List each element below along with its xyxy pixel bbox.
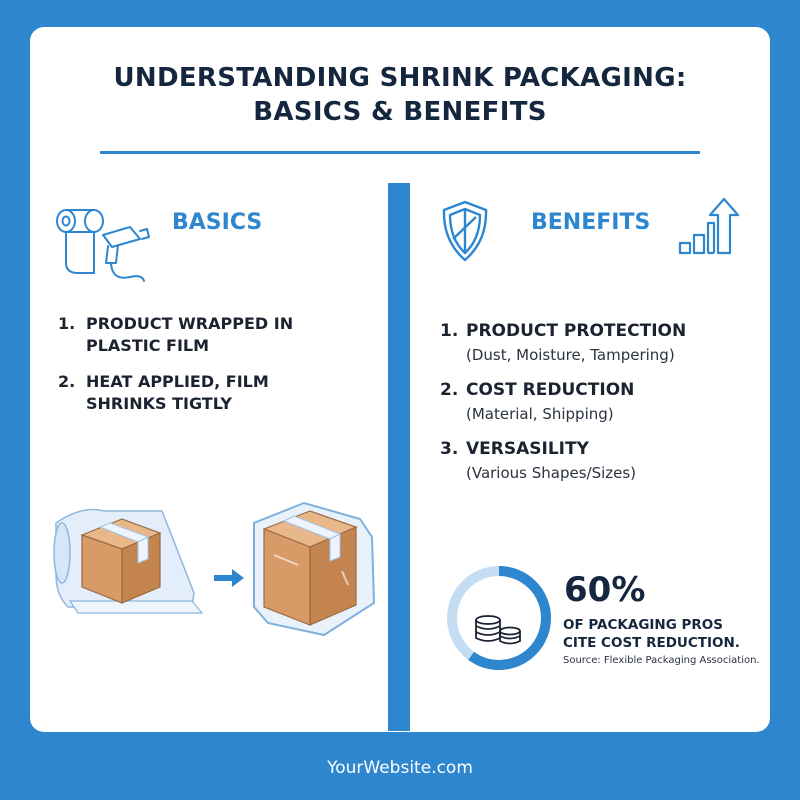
- benefit-item-2-detail: (Material, Shipping): [466, 405, 614, 423]
- title-divider: [100, 151, 700, 154]
- benefit-item-1-label: PRODUCT PROTECTION: [466, 321, 687, 341]
- basics-item-1-line-2: PLASTIC FILM: [86, 336, 210, 355]
- basics-heading: BASICS: [172, 210, 263, 235]
- benefit-item-3-label: VERSASILITY: [466, 439, 589, 459]
- stat-ring-fill: [447, 566, 551, 670]
- basics-list: 1. PRODUCT WRAPPED IN PLASTIC FILM 2. HE…: [58, 313, 368, 429]
- column-divider: [388, 183, 410, 731]
- basics-item-1-line-1: PRODUCT WRAPPED IN: [86, 314, 294, 333]
- benefit-item-1: 1. PRODUCT PROTECTION (Dust, Moisture, T…: [440, 319, 760, 366]
- basics-item-2-line-2: SHRINKS TIGTLY: [86, 394, 232, 413]
- growth-bar-chart-icon: [678, 197, 740, 255]
- stat-ring: [447, 566, 551, 670]
- benefit-item-3-number: 3.: [440, 439, 459, 459]
- basics-item-2-number: 2.: [58, 372, 76, 391]
- benefits-heading: BENEFITS: [531, 210, 651, 235]
- benefit-item-1-number: 1.: [440, 321, 459, 341]
- benefit-item-2-number: 2.: [440, 380, 459, 400]
- benefits-list: 1. PRODUCT PROTECTION (Dust, Moisture, T…: [440, 319, 760, 496]
- page-title: UNDERSTANDING SHRINK PACKAGING: BASICS &…: [30, 61, 770, 129]
- basics-item-2: 2. HEAT APPLIED, FILM SHRINKS TIGTLY: [58, 371, 368, 415]
- footer-website[interactable]: YourWebsite.com: [327, 758, 473, 778]
- title-line-2: BASICS & BENEFITS: [253, 97, 547, 127]
- benefit-item-1-detail: (Dust, Moisture, Tampering): [466, 346, 675, 364]
- coins-icon: [475, 615, 521, 645]
- benefit-item-3: 3. VERSASILITY (Various Shapes/Sizes): [440, 437, 760, 484]
- benefit-item-2: 2. COST REDUCTION (Material, Shipping): [440, 378, 760, 425]
- benefit-item-2-label: COST REDUCTION: [466, 380, 635, 400]
- stat-source: Source: Flexible Packaging Association.: [563, 655, 760, 666]
- stat-line-1: OF PACKAGING PROS: [563, 617, 723, 633]
- infographic-card: UNDERSTANDING SHRINK PACKAGING: BASICS &…: [30, 27, 770, 732]
- title-line-1: UNDERSTANDING SHRINK PACKAGING:: [113, 63, 687, 93]
- shield-icon: [442, 200, 488, 262]
- benefit-item-3-detail: (Various Shapes/Sizes): [466, 464, 637, 482]
- box-wrapped-then-shrunk-illustration: [53, 501, 376, 637]
- basics-item-1-number: 1.: [58, 314, 76, 333]
- stat-line-2: CITE COST REDUCTION.: [563, 635, 740, 651]
- basics-item-1: 1. PRODUCT WRAPPED IN PLASTIC FILM: [58, 313, 368, 357]
- film-roll-heat-gun-icon: [56, 209, 150, 282]
- stat-value: 60%: [564, 570, 646, 610]
- basics-item-2-line-1: HEAT APPLIED, FILM: [86, 372, 269, 391]
